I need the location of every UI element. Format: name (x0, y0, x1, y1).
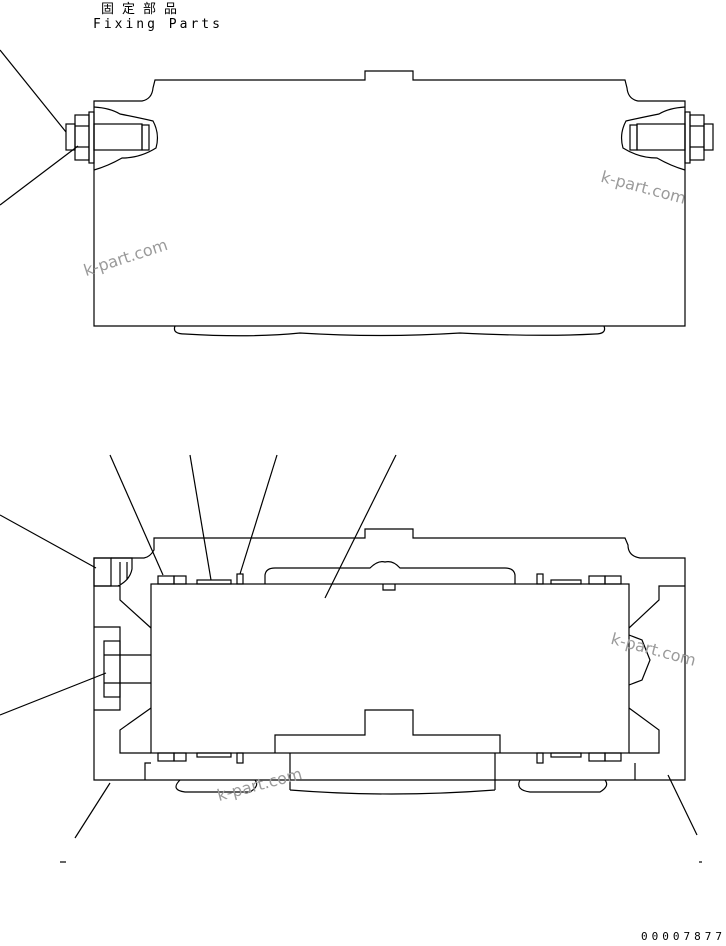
shaft (150, 583, 630, 754)
left-inner-housing (94, 585, 152, 754)
header-title-jp: 固定部品 (101, 2, 186, 17)
leader-line (324, 454, 397, 599)
housing-bottom (144, 709, 636, 795)
bottom-tabs (175, 779, 608, 793)
leader-line (74, 782, 111, 839)
leader-line (0, 145, 79, 206)
left-bolt-head (65, 123, 76, 151)
header-title-en: Fixing Parts (93, 17, 223, 32)
leader-line (0, 514, 97, 569)
left-plug (103, 640, 121, 698)
leader-line (109, 454, 164, 576)
leader-line (239, 454, 278, 575)
left-washer (88, 111, 95, 164)
top-bottom-edge (173, 325, 606, 337)
bottom-view (0, 454, 702, 863)
leader-line (189, 454, 212, 581)
right-inner-housing (628, 585, 685, 754)
housing-top-groove (264, 561, 516, 591)
leader-line (0, 49, 67, 133)
left-bolt-shank (93, 123, 143, 151)
left-cap (93, 557, 112, 587)
drawing-header: 固定部品 Fixing Parts (93, 2, 223, 32)
leader-line (0, 672, 107, 716)
right-bolt (620, 106, 714, 171)
left-slot (93, 106, 159, 171)
top-body-outline (93, 70, 686, 327)
leader-line (667, 774, 698, 836)
seals (157, 573, 622, 764)
left-nut (74, 114, 90, 161)
cap-detail (111, 557, 133, 587)
left-bolt-end (141, 124, 150, 151)
bottom-body-outline (93, 528, 686, 781)
drawing-code: 00007877 (641, 930, 726, 943)
top-view (0, 49, 714, 337)
